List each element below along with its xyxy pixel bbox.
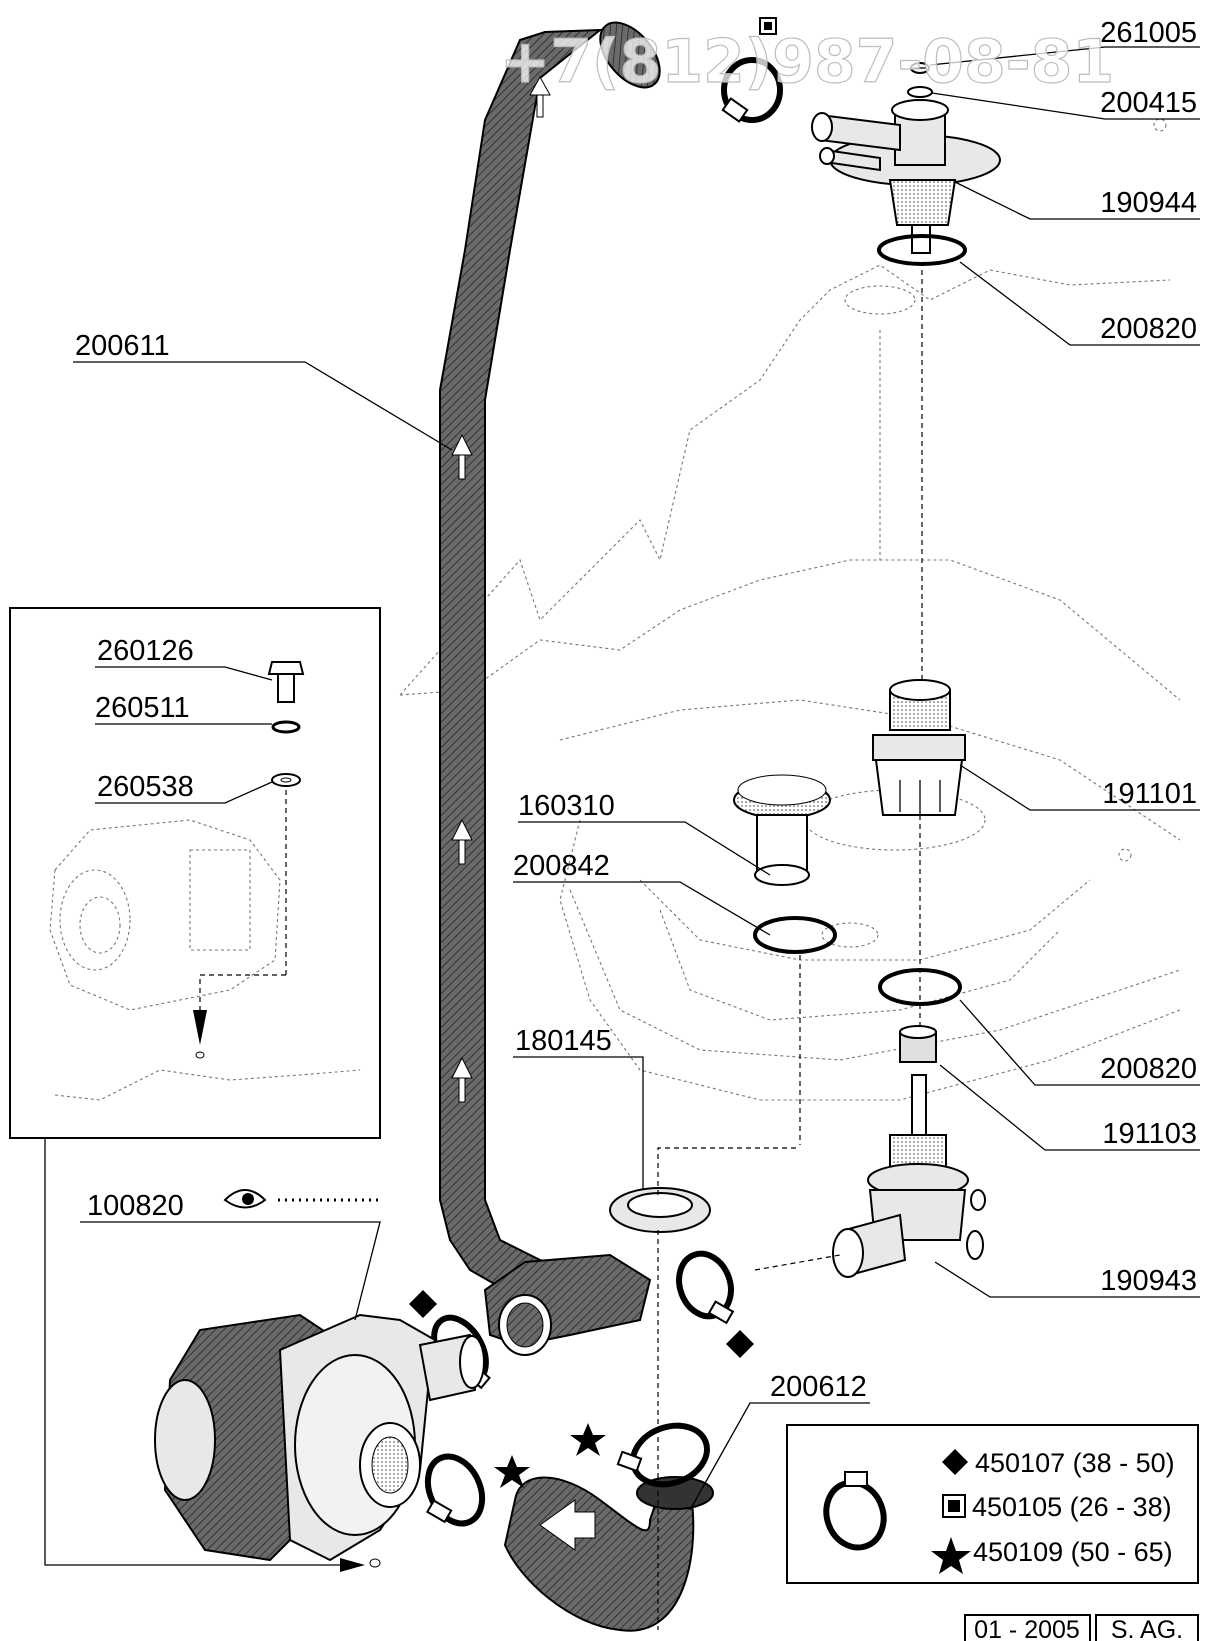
part-200415-washer [907,86,933,98]
hose-200612 [503,1476,714,1632]
part-191101-housing [872,679,966,816]
stamp-date: 01 - 2005 [974,1616,1080,1641]
clamp-450109-pump [424,1453,530,1527]
star-icon [931,1537,971,1574]
label-200842: 200842 [513,850,610,882]
part-260538-washer [271,773,301,787]
part-180145-nut [609,1187,711,1233]
ghost-motor-sketch [49,819,281,1011]
part-191103-sleeve [899,1025,937,1063]
part-100820-pump-motor [154,1313,485,1562]
label-191101: 191101 [1102,778,1197,810]
hose-tee-fitting [483,1253,652,1356]
label-261005: 261005 [1100,17,1197,49]
part-160310-filter [733,774,831,886]
clamp-legend: 450107 (38 - 50) 450105 (26 - 38) 450109… [786,1424,1199,1584]
part-200842-o-ring [753,916,837,954]
label-200611: 200611 [75,330,170,362]
label-260126: 260126 [97,635,194,667]
view-eye-icon [223,1189,380,1209]
part-190943-inlet-fitting [832,1074,986,1278]
label-190943: 190943 [1100,1265,1197,1297]
part-190944-outlet-fitting [811,99,1001,254]
hose-200611 [439,21,661,1312]
diamond-icon [942,1449,968,1475]
stamp-author: S. AG. [1111,1616,1183,1641]
detail-inset-box [9,607,381,1139]
revision-stamp: 01 - 2005 S. AG. [964,1614,1199,1641]
legend-clamp-illustration [823,1471,887,1551]
label-200415: 200415 [1100,87,1197,119]
clamp-450109-hose [570,1422,710,1488]
legend-450107: 450107 (38 - 50) [975,1448,1175,1478]
label-190944: 190944 [1100,187,1197,219]
part-200820-o-ring-top [877,234,967,266]
label-260538: 260538 [97,771,194,803]
clamp-450107-right [676,1250,754,1358]
label-200820-mid: 200820 [1100,1053,1197,1085]
label-100820: 100820 [87,1190,184,1222]
part-260511-lock-washer [271,720,301,734]
square-icon [942,1494,966,1518]
label-200612: 200612 [770,1371,867,1403]
label-160310: 160310 [518,790,615,822]
part-labels: 261005 200415 190944 200820 200611 26012… [75,17,1197,1403]
label-191103: 191103 [1102,1118,1197,1150]
leader-lines [73,46,1200,1511]
watermark-phone: +7(812)987-08-81 [500,27,1114,97]
part-261005-screw [910,62,930,74]
legend-450105: 450105 (26 - 38) [972,1492,1172,1522]
clamp-450105-top [721,17,783,123]
label-200820-top: 200820 [1100,313,1197,345]
part-260126-bolt [267,661,305,703]
legend-450109: 450109 (50 - 65) [973,1537,1173,1567]
label-260511: 260511 [95,692,190,724]
label-180145: 180145 [515,1025,612,1057]
